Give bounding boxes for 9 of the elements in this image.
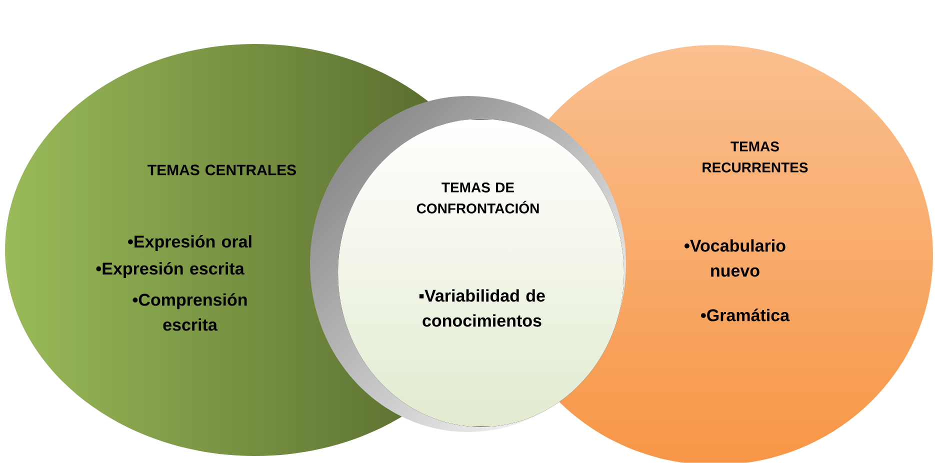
section-heading: TEMAS CENTRALES bbox=[148, 164, 296, 176]
section-heading: TEMAS DE CONFRONTACIÓN bbox=[416, 182, 539, 214]
bullet-item: •Expresión oral bbox=[128, 235, 252, 251]
bullet-item: •Gramática bbox=[700, 308, 790, 322]
section-heading: TEMAS RECURRENTES bbox=[702, 142, 808, 172]
bullet-item: ▪Variabilidad de conocimientos bbox=[419, 289, 545, 327]
bullet-item: •Expresión escrita bbox=[96, 262, 244, 278]
bullet-item: •Comprensión escrita bbox=[132, 293, 247, 331]
bullet-item: •Vocabulario nuevo bbox=[684, 239, 786, 277]
